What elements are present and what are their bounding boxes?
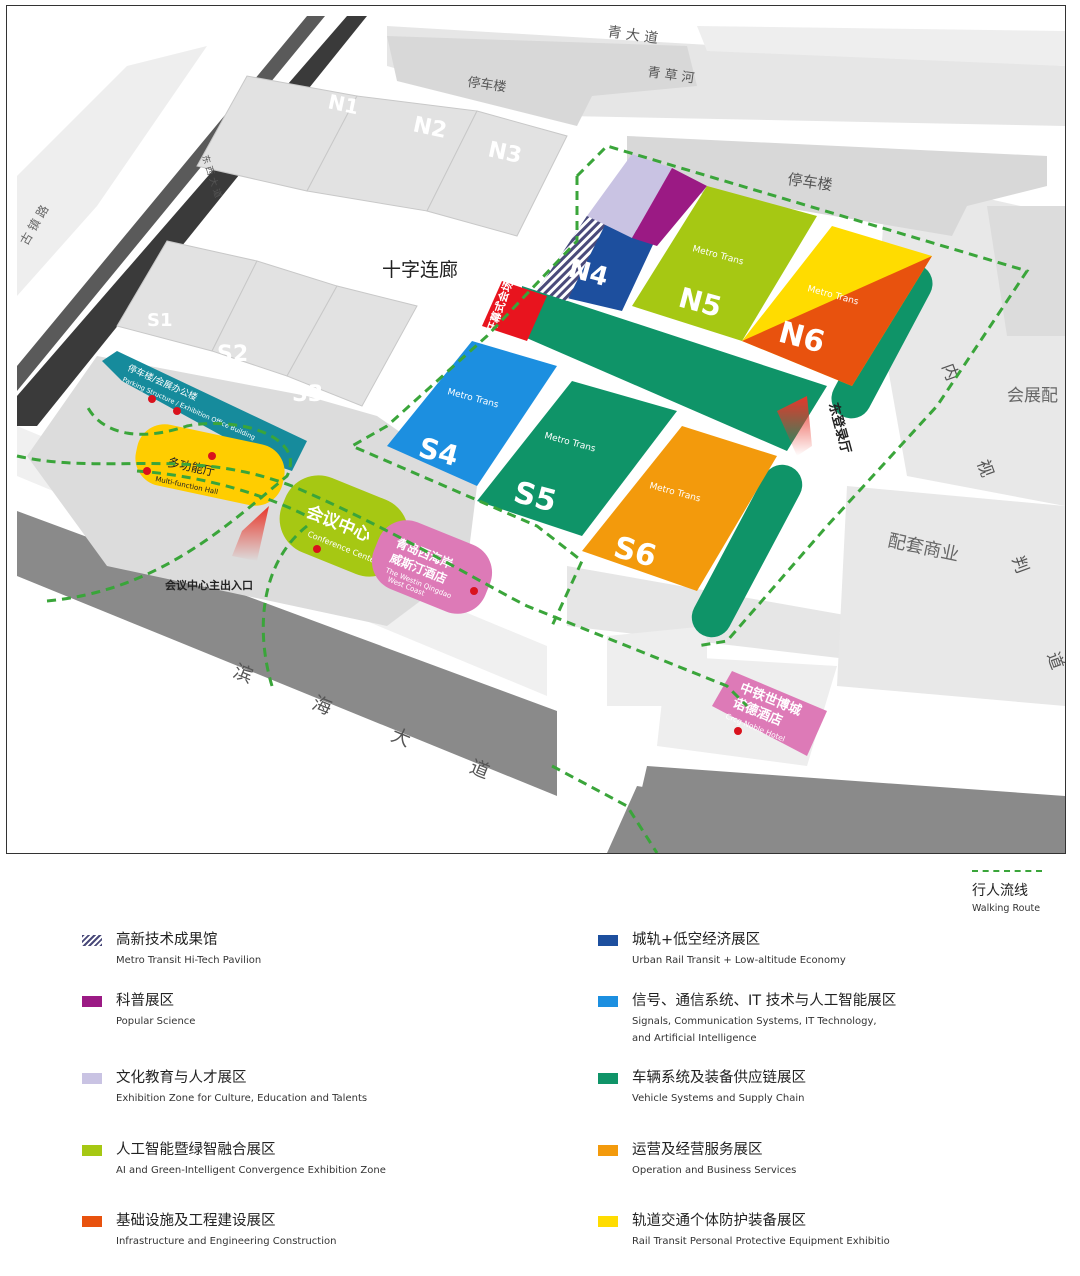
legend-label-zh: 基础设施及工程建设展区 — [116, 1213, 276, 1229]
legend-text: 高新技术成果馆 Metro Transit Hi-Tech Pavilion — [116, 930, 261, 969]
legend-label-zh: 人工智能暨绿智融合展区 — [116, 1142, 276, 1158]
main-entrance-arrow — [232, 506, 269, 561]
route-nodes — [143, 395, 742, 735]
map-canvas: 停车楼 青 大 道 青 草 河 停车楼 N1 N2 N3 S1 S2 S3 十字… — [7, 6, 1065, 853]
hall-n4-science — [632, 168, 707, 246]
hall-s3-label: S3 — [292, 382, 323, 407]
legend-label-zh: 轨道交通个体防护装备展区 — [632, 1213, 806, 1229]
legend-label-en: Urban Rail Transit + Low-altitude Econom… — [632, 955, 846, 966]
legend-label-zh: 高新技术成果馆 — [116, 932, 218, 948]
parking-right — [627, 136, 1047, 236]
legend-item: 科普展区 Popular Science — [82, 991, 195, 1030]
legend: 行人流线 Walking Route 高新技术成果馆 Metro Transit … — [0, 860, 1080, 1276]
walking-route-legend: 行人流线 Walking Route — [972, 870, 1062, 914]
corridor-label: 十字连廊 — [382, 259, 458, 281]
legend-label-zh: 车辆系统及装备供应链展区 — [632, 1070, 806, 1086]
westin-hotel — [371, 520, 493, 614]
legend-item: 运营及经营服务展区 Operation and Business Services — [598, 1140, 796, 1179]
legend-item: 文化教育与人才展区 Exhibition Zone for Culture, Ed… — [82, 1068, 367, 1107]
binhai-road — [17, 511, 557, 796]
legend-item: 信号、通信系统、IT 技术与人工智能展区 Signals, Communicati… — [598, 991, 896, 1047]
hall-n4-hitech — [537, 216, 607, 301]
walking-route-en: Walking Route — [972, 903, 1041, 914]
road-left — [17, 46, 207, 296]
legend-swatch — [82, 1073, 102, 1084]
convention-district-label: 会展配 — [1007, 386, 1058, 406]
legend-swatch — [82, 1216, 102, 1227]
legend-label-en: Operation and Business Services — [632, 1165, 797, 1176]
green-strip-lower — [691, 464, 803, 638]
legend-text: 车辆系统及装备供应链展区 Vehicle Systems and Supply C… — [632, 1068, 806, 1107]
venue-map: 停车楼 青 大 道 青 草 河 停车楼 N1 N2 N3 S1 S2 S3 十字… — [6, 5, 1066, 854]
legend-label-en: and Artificial Intelligence — [632, 1033, 757, 1044]
walking-route-swatch — [972, 870, 1042, 872]
hall-s4 — [387, 341, 557, 486]
vehicle-hall-long — [522, 286, 827, 451]
legend-text: 人工智能暨绿智融合展区 AI and Green-Intelligent Conv… — [116, 1140, 386, 1179]
walking-route-zh: 行人流线 — [972, 883, 1028, 899]
hall-s3 — [286, 285, 418, 407]
legend-label-zh: 城轨+低空经济展区 — [632, 932, 761, 948]
legend-text: 文化教育与人才展区 Exhibition Zone for Culture, Ed… — [116, 1068, 367, 1107]
legend-text: 轨道交通个体防护装备展区 Rail Transit Personal Protec… — [632, 1211, 890, 1250]
parking-top-label: 停车楼 — [466, 74, 507, 95]
hall-n6-infra — [742, 256, 932, 386]
legend-label-zh: 运营及经营服务展区 — [632, 1142, 763, 1158]
legend-text: 科普展区 Popular Science — [116, 991, 195, 1030]
legend-label-zh: 信号、通信系统、IT 技术与人工智能展区 — [632, 993, 897, 1009]
legend-swatch — [82, 1145, 102, 1156]
legend-swatch — [598, 1216, 618, 1227]
legend-label-en: Signals, Communication Systems, IT Techn… — [632, 1016, 877, 1027]
street-qingdao: 青 大 道 — [606, 24, 659, 47]
hall-s6 — [582, 426, 777, 591]
east-entrance-arrow — [777, 396, 812, 456]
multi-function-hall — [135, 424, 285, 506]
legend-text: 基础设施及工程建设展区 Infrastructure and Engineerin… — [116, 1211, 336, 1250]
hall-n5 — [632, 186, 817, 341]
legend-label-en: AI and Green-Intelligent Convergence Exh… — [116, 1165, 386, 1176]
legend-item: 城轨+低空经济展区 Urban Rail Transit + Low-altitu… — [598, 930, 846, 969]
legend-item: 人工智能暨绿智融合展区 AI and Green-Intelligent Conv… — [82, 1140, 386, 1179]
legend-swatch — [598, 935, 618, 946]
legend-label-en: Metro Transit Hi-Tech Pavilion — [116, 955, 262, 966]
walking-route-paths — [16, 144, 1030, 853]
legend-label-en: Popular Science — [116, 1016, 196, 1027]
green-strip-upper — [831, 263, 933, 419]
legend-item: 车辆系统及装备供应链展区 Vehicle Systems and Supply C… — [598, 1068, 806, 1107]
parking-top — [387, 36, 697, 126]
hall-n3 — [426, 110, 568, 237]
legend-item: 基础设施及工程建设展区 Infrastructure and Engineerin… — [82, 1211, 336, 1250]
hall-s1-label: S1 — [147, 310, 173, 331]
legend-label-en: Infrastructure and Engineering Construct… — [116, 1236, 337, 1247]
legend-swatch — [82, 996, 102, 1007]
parking-office-building — [102, 351, 307, 471]
noble-hotel — [712, 671, 827, 756]
legend-item: 高新技术成果馆 Metro Transit Hi-Tech Pavilion — [82, 930, 261, 969]
legend-text: 运营及经营服务展区 Operation and Business Services — [632, 1140, 796, 1179]
hall-n4-culture — [587, 154, 672, 238]
legend-swatch — [598, 1145, 618, 1156]
street-qingcaohe: 青 草 河 — [646, 65, 695, 86]
legend-label-en: Exhibition Zone for Culture, Education a… — [116, 1093, 368, 1104]
legend-text: 信号、通信系统、IT 技术与人工智能展区 Signals, Communicati… — [632, 991, 896, 1047]
hall-s5 — [477, 381, 677, 536]
legend-label-zh: 科普展区 — [116, 993, 174, 1009]
hall-s2-label: S2 — [217, 342, 248, 367]
legend-swatch — [598, 1073, 618, 1084]
legend-swatch — [598, 996, 618, 1007]
legend-label-zh: 文化教育与人才展区 — [116, 1070, 247, 1086]
legend-label-en: Vehicle Systems and Supply Chain — [632, 1093, 805, 1104]
legend-item: 轨道交通个体防护装备展区 Rail Transit Personal Protec… — [598, 1211, 890, 1250]
main-entrance-label: 会议中心主出入口 — [165, 578, 253, 592]
legend-swatch — [82, 935, 102, 946]
legend-label-en: Rail Transit Personal Protective Equipme… — [632, 1236, 890, 1247]
legend-text: 城轨+低空经济展区 Urban Rail Transit + Low-altitu… — [632, 930, 846, 969]
